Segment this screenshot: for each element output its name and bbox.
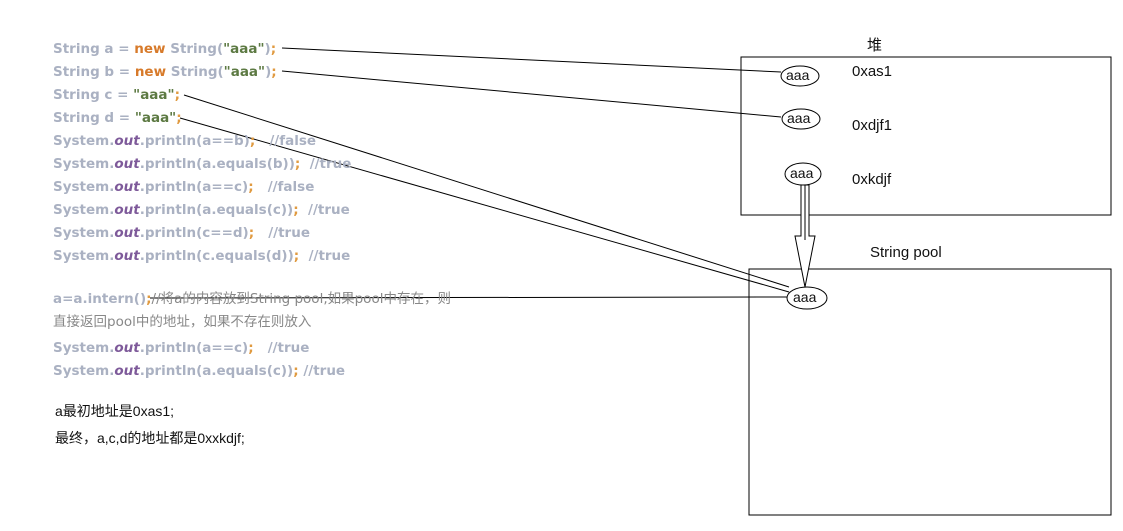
heap-value-2: aaa bbox=[787, 110, 811, 126]
heap-value-1: aaa bbox=[786, 67, 810, 83]
code-line: String d = "aaa"; bbox=[53, 110, 182, 126]
heap-object-1 bbox=[780, 65, 820, 87]
heap-title: 堆 bbox=[867, 37, 883, 54]
note-2: 最终，a,c,d的地址都是0xxkdjf; bbox=[55, 430, 245, 446]
pool-title: String pool bbox=[870, 244, 942, 261]
code-line: String a = new String("aaa"); bbox=[53, 41, 277, 57]
ref-a-line bbox=[281, 47, 782, 73]
ref-d-line bbox=[179, 117, 790, 293]
intern-line-2: 直接返回pool中的地址，如果不存在则放入 bbox=[53, 314, 312, 330]
heap-addr-3: 0xkdjf bbox=[852, 171, 892, 188]
heap-addr-2: 0xdjf1 bbox=[852, 117, 893, 134]
print-line: System.out.println(a.equals(b)); //true bbox=[53, 156, 352, 172]
intern-line-1: a=a.intern();//将a的内容放到String pool,如果pool… bbox=[53, 291, 451, 307]
print-line: System.out.println(a.equals(c)); //true bbox=[53, 202, 350, 218]
heap-box bbox=[740, 56, 1112, 216]
string-pool-box bbox=[748, 268, 1112, 516]
print-line: System.out.println(c==d); //true bbox=[53, 225, 310, 241]
heap-object-2 bbox=[781, 108, 821, 130]
heap-object-3 bbox=[784, 162, 822, 186]
heap-addr-1: 0xas1 bbox=[852, 63, 893, 80]
ref-c-line bbox=[183, 94, 790, 288]
note-1: a最初地址是0xas1; bbox=[55, 403, 175, 419]
print-line: System.out.println(a==c); //false bbox=[53, 179, 315, 195]
code-line: String b = new String("aaa"); bbox=[53, 64, 277, 80]
code-line: String c = "aaa"; bbox=[53, 87, 180, 103]
print-line: System.out.println(a==b); //false bbox=[53, 133, 317, 149]
print-line: System.out.println(c.equals(d)); //true bbox=[53, 248, 351, 264]
pool-object bbox=[786, 286, 828, 310]
ref-b-line bbox=[281, 70, 782, 118]
print-line: System.out.println(a==c); //true bbox=[53, 340, 310, 356]
pool-value: aaa bbox=[793, 289, 817, 305]
intern-line bbox=[149, 296, 789, 299]
heap-value-3: aaa bbox=[790, 165, 814, 181]
print-line: System.out.println(a.equals(c)); //true bbox=[53, 363, 346, 379]
